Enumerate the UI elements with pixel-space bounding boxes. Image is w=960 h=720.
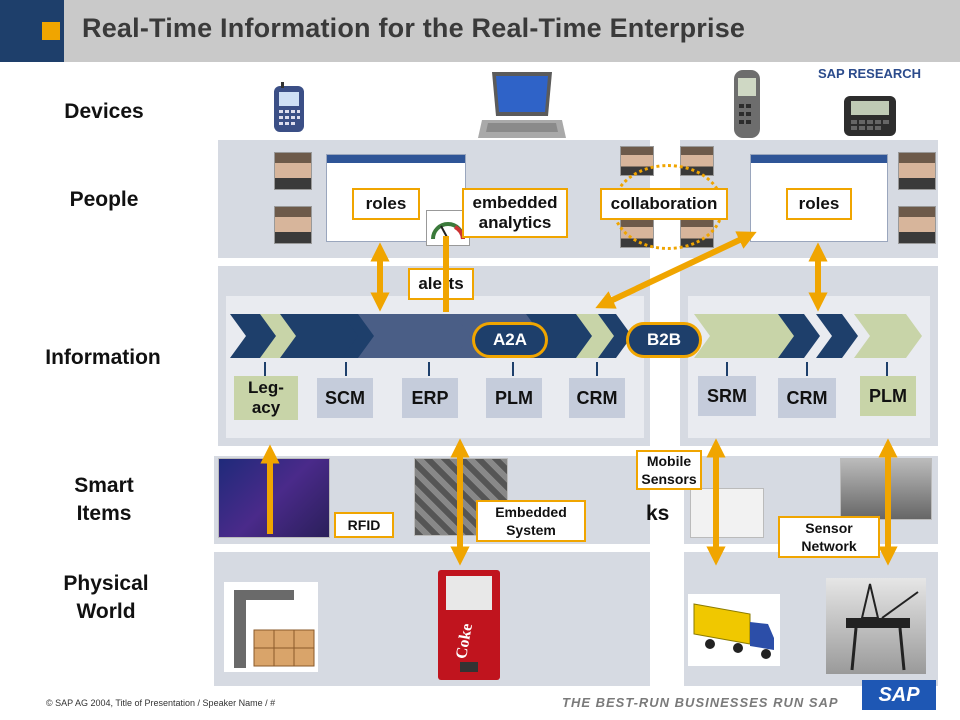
alerts-callout: alerts <box>408 268 474 300</box>
system-box-crm-right: CRM <box>778 378 836 418</box>
title-bar-square-icon <box>42 22 60 40</box>
person-photo <box>274 152 312 190</box>
person-photo <box>898 152 936 190</box>
row-label-physical-world: Physical World <box>63 572 149 623</box>
person-photo <box>898 206 936 244</box>
vending-machine-photo: Coke <box>438 570 500 680</box>
row-label-people: People <box>69 188 139 211</box>
collaboration-arrow <box>595 231 757 309</box>
nokia-phone-icon <box>730 68 764 140</box>
page-title: Real-Time Information for the Real-Time … <box>82 13 746 43</box>
system-box-crm: CRM <box>569 378 625 418</box>
system-box-srm: SRM <box>698 376 756 416</box>
truck-photo <box>688 594 780 666</box>
process-chevron <box>280 314 362 358</box>
title-bar <box>0 0 960 62</box>
connector-tick <box>886 362 888 376</box>
embedded-system-callout: Embedded System <box>476 500 586 542</box>
process-chevron <box>854 314 922 358</box>
roles-callout-right: roles <box>786 188 852 220</box>
mobile-sensor-photo <box>690 488 764 538</box>
connector-tick <box>512 362 514 376</box>
svg-text:Coke: Coke <box>453 622 476 660</box>
connector-tick <box>726 362 728 376</box>
rfid-chip-photo <box>218 458 330 538</box>
system-box-scm: SCM <box>317 378 373 418</box>
system-box-plm: PLM <box>486 378 542 418</box>
connector-tick <box>596 362 598 376</box>
process-chevron <box>358 314 474 358</box>
rfid-gate-photo <box>224 582 318 672</box>
embedded-analytics-callout: embedded analytics <box>462 188 568 238</box>
row-label-devices: Devices <box>64 100 144 123</box>
system-box-erp: ERP <box>402 378 458 418</box>
blackberry-device-icon <box>272 82 306 134</box>
process-chevron <box>816 314 858 358</box>
partial-label: ks <box>646 502 670 525</box>
process-chevron <box>598 314 632 358</box>
process-chevron <box>230 314 278 358</box>
system-box-legacy: Leg- acy <box>234 376 298 420</box>
sap-logo: SAP <box>862 680 936 710</box>
connector-tick <box>806 362 808 376</box>
row-label-smart-items: Smart Items <box>74 474 134 525</box>
collaboration-callout: collaboration <box>600 188 728 220</box>
copyright-footer: © SAP AG 2004, Title of Presentation / S… <box>46 698 276 708</box>
oil-platform-photo <box>826 578 926 674</box>
mobile-sensors-callout: Mobile Sensors <box>636 450 702 490</box>
laptop-device-icon <box>478 68 566 142</box>
system-box-plm-right: PLM <box>860 376 916 416</box>
sensor-network-callout: Sensor Network <box>778 516 880 558</box>
roles-callout-left: roles <box>352 188 420 220</box>
row-label-information: Information <box>45 346 161 369</box>
tagline: THE BEST-RUN BUSINESSES RUN SAP <box>562 695 839 710</box>
rfid-callout: RFID <box>334 512 394 538</box>
connector-tick <box>264 362 266 376</box>
sap-research-logo: SAP RESEARCH <box>818 66 922 81</box>
a2a-badge: A2A <box>472 322 548 358</box>
b2b-badge: B2B <box>626 322 702 358</box>
connector-tick <box>428 362 430 376</box>
pager-device-icon <box>842 94 898 138</box>
process-chevron <box>778 314 820 358</box>
connector-tick <box>345 362 347 376</box>
person-photo <box>274 206 312 244</box>
process-chevron-band <box>230 314 922 358</box>
process-chevron <box>694 314 798 358</box>
